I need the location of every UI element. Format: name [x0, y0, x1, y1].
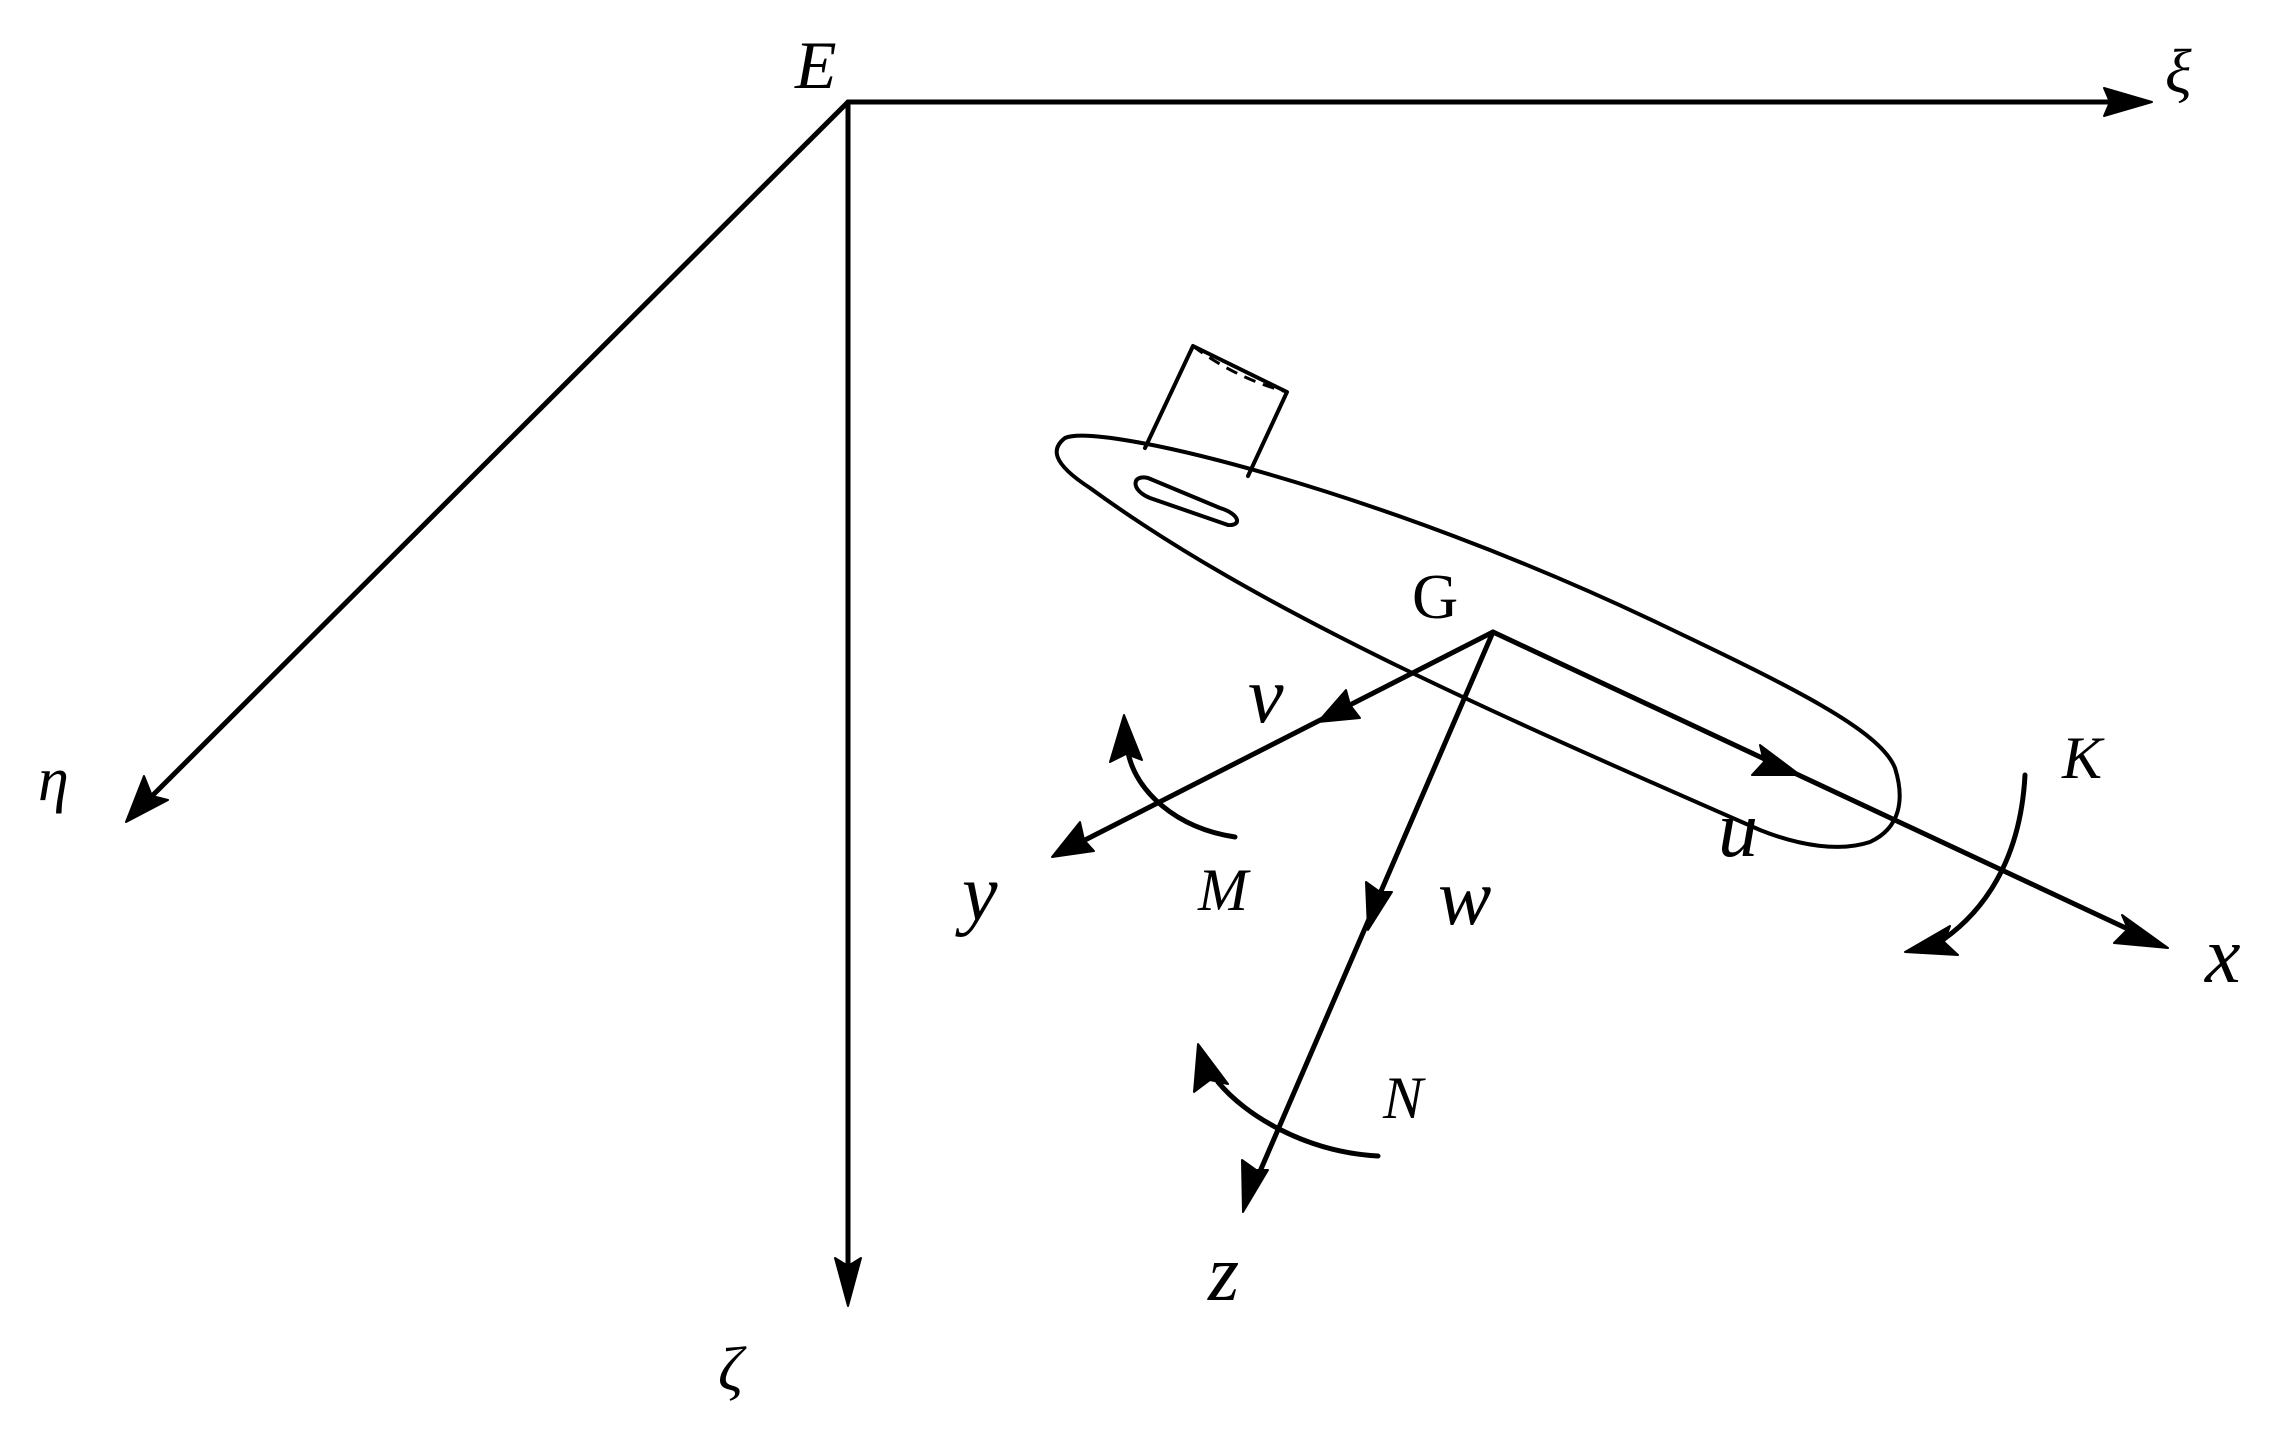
eta-axis [145, 99, 851, 803]
y-axis [1082, 629, 1496, 843]
moment-M-arc [1125, 749, 1238, 840]
vehicle-hull [1054, 433, 1902, 849]
z-axis-arrowhead [1241, 1159, 1269, 1213]
label-w: w [1438, 854, 1491, 942]
moment-K-arrowhead [1904, 925, 1959, 956]
label-xi: ξ [2165, 38, 2192, 106]
label-u: u [1718, 786, 1758, 874]
label-K: K [2061, 725, 2105, 791]
moment-K-arc [1932, 772, 2028, 948]
label-M: M [1197, 857, 1251, 923]
label-N: N [1382, 1065, 1426, 1131]
label-y: y [955, 850, 998, 938]
v-arrowhead [1317, 689, 1361, 723]
eta-axis-arrowhead [125, 775, 169, 823]
vehicle-body [1054, 344, 1902, 849]
label-zeta: ζ [718, 1336, 747, 1404]
w-arrowhead [1365, 881, 1393, 931]
moment-N-arc [1215, 1079, 1381, 1159]
label-z: z [1207, 1230, 1239, 1318]
vehicle-sail [1143, 344, 1289, 478]
vehicle-sail-top-dashed [1192, 344, 1288, 394]
moment-M-arrowhead [1109, 714, 1143, 763]
label-v: v [1248, 652, 1284, 740]
vehicle-window [1133, 475, 1239, 528]
moments: K M N [1109, 714, 2105, 1159]
moment-N-arrowhead [1193, 1043, 1229, 1093]
xi-axis-arrowhead [2103, 87, 2153, 117]
label-eta: η [38, 746, 69, 814]
earth-frame: E ξ η ζ [38, 27, 2192, 1404]
x-axis-arrowhead [2113, 914, 2169, 949]
label-G: G [1412, 561, 1458, 632]
zeta-axis-arrowhead [834, 1257, 862, 1307]
y-axis-arrowhead [1051, 821, 1095, 858]
u-arrowhead [1751, 744, 1801, 776]
body-frame: G x y z u v w [955, 561, 2241, 1318]
x-axis [1490, 629, 2133, 933]
label-E: E [794, 27, 837, 103]
label-x: x [2204, 912, 2241, 1000]
